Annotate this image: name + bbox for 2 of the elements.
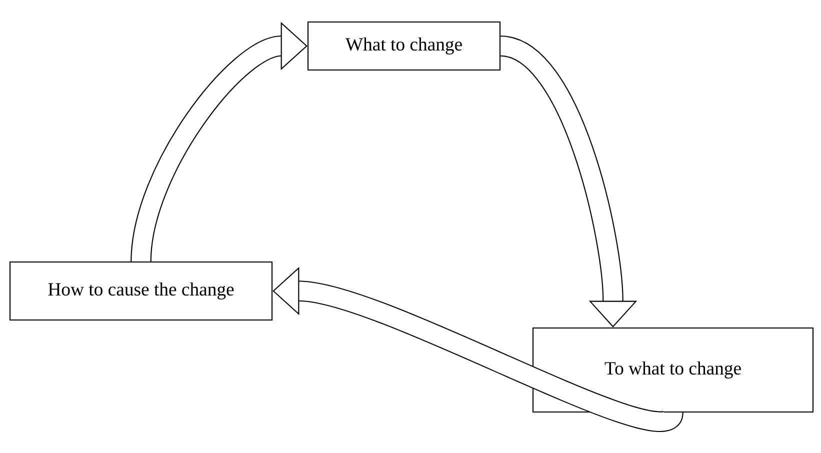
curved-block-arrow: [498, 36, 638, 328]
curved-block-arrow: [130, 22, 308, 262]
